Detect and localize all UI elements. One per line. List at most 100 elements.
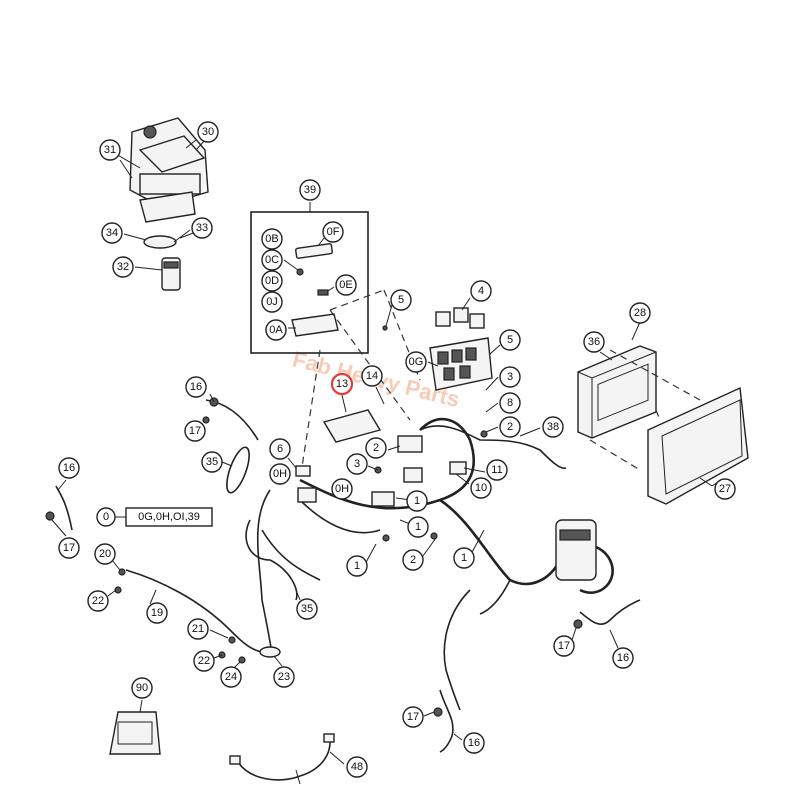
callout-label: 14 bbox=[366, 370, 378, 382]
callout-label: 10 bbox=[475, 482, 487, 494]
cable-tie-35-part bbox=[221, 446, 250, 494]
callout-c0G: 0G bbox=[405, 351, 427, 373]
callout-label: 5 bbox=[398, 294, 404, 306]
callout-c35b: 35 bbox=[296, 598, 318, 620]
callout-c14: 14 bbox=[361, 365, 383, 387]
callout-c13: 13 bbox=[330, 372, 354, 396]
callout-label: 0H bbox=[335, 483, 349, 495]
callout-label: 21 bbox=[192, 623, 204, 635]
callout-label: 3 bbox=[507, 371, 513, 383]
callout-label: 28 bbox=[634, 307, 646, 319]
callout-label: 0C bbox=[265, 254, 279, 266]
callout-c33: 33 bbox=[191, 217, 213, 239]
callout-label: 39 bbox=[304, 184, 316, 196]
legend: 0 0G,0H,OI,39 bbox=[96, 507, 213, 527]
callout-c20: 20 bbox=[94, 543, 116, 565]
callout-label: 16 bbox=[617, 652, 629, 664]
callout-label: 17 bbox=[63, 542, 75, 554]
callout-label: 1 bbox=[354, 560, 360, 572]
callout-label: 32 bbox=[117, 261, 129, 273]
callout-label: 8 bbox=[507, 397, 513, 409]
callout-label: 0J bbox=[266, 296, 278, 308]
callout-c24: 24 bbox=[220, 666, 242, 688]
callout-label: 36 bbox=[588, 336, 600, 348]
callout-c3b: 3 bbox=[346, 453, 368, 475]
callout-label: 16 bbox=[468, 737, 480, 749]
assembly-leader-lines bbox=[329, 289, 421, 421]
callout-c8: 8 bbox=[499, 392, 521, 414]
callout-label: 20 bbox=[99, 548, 111, 560]
callout-c21: 21 bbox=[187, 618, 209, 640]
callout-c22a: 22 bbox=[87, 590, 109, 612]
callout-c0J: 0J bbox=[261, 291, 283, 313]
callout-label: 90 bbox=[136, 682, 148, 694]
mounting-panel-27-part bbox=[647, 386, 749, 505]
callout-label: 3 bbox=[354, 458, 360, 470]
callout-label: 24 bbox=[225, 671, 237, 683]
callout-c22b: 22 bbox=[193, 650, 215, 672]
callout-label: 35 bbox=[301, 603, 313, 615]
mounting-washer-part bbox=[123, 229, 191, 249]
callout-c27: 27 bbox=[714, 478, 736, 500]
callout-label: 17 bbox=[407, 711, 419, 723]
sensor-cable-right bbox=[571, 599, 641, 649]
callout-label: 4 bbox=[478, 285, 484, 297]
callout-label: 27 bbox=[719, 483, 731, 495]
callout-c5b: 5 bbox=[499, 329, 521, 351]
callout-c38: 38 bbox=[542, 416, 564, 438]
callout-c28: 28 bbox=[629, 302, 651, 324]
callout-c34: 34 bbox=[101, 222, 123, 244]
callout-label: 11 bbox=[491, 464, 502, 476]
callout-c0E: 0E bbox=[335, 274, 357, 296]
callout-label: 1 bbox=[461, 552, 467, 564]
callout-label: 2 bbox=[373, 442, 379, 454]
callout-label: 17 bbox=[558, 640, 570, 652]
controller-36-part bbox=[577, 321, 657, 439]
callout-label: 35 bbox=[206, 456, 218, 468]
callout-label: 13 bbox=[336, 378, 348, 390]
callout-label: 0B bbox=[265, 233, 278, 245]
sensor-cable-top-left bbox=[202, 397, 259, 441]
callout-label: 0G bbox=[409, 356, 424, 368]
callout-c17c: 17 bbox=[553, 635, 575, 657]
callout-c35a: 35 bbox=[201, 451, 223, 473]
callout-label: 22 bbox=[198, 655, 210, 667]
callout-label: 23 bbox=[278, 671, 290, 683]
callout-c1c: 1 bbox=[453, 547, 475, 569]
callout-label: 0D bbox=[265, 275, 279, 287]
callout-c17d: 17 bbox=[402, 706, 424, 728]
callout-c16b: 16 bbox=[58, 457, 80, 479]
legend-text: 0G,0H,OI,39 bbox=[138, 511, 200, 523]
control-console-part bbox=[115, 117, 209, 223]
callout-label: 1 bbox=[414, 495, 420, 507]
callout-c3a: 3 bbox=[499, 366, 521, 388]
callout-c32: 32 bbox=[112, 256, 134, 278]
callout-label: 0H bbox=[273, 468, 287, 480]
callout-c30: 30 bbox=[197, 121, 219, 143]
callout-c6: 6 bbox=[269, 438, 291, 460]
callout-c16a: 16 bbox=[185, 376, 207, 398]
connector-plug-part bbox=[134, 257, 181, 291]
callout-c0Hb: 0H bbox=[331, 478, 353, 500]
callout-label: 2 bbox=[507, 421, 513, 433]
callout-c17a: 17 bbox=[184, 420, 206, 442]
callout-c31: 31 bbox=[99, 139, 121, 161]
callout-label: 1 bbox=[415, 521, 421, 533]
callout-c0F: 0F bbox=[322, 221, 344, 243]
ecu-module-13-part bbox=[322, 386, 385, 443]
callout-c90: 90 bbox=[131, 677, 153, 699]
callout-c0B: 0B bbox=[261, 228, 283, 250]
legend-code: 0 bbox=[103, 511, 109, 523]
callout-c1d: 1 bbox=[346, 555, 368, 577]
callout-label: 0E bbox=[339, 279, 352, 291]
main-wiring-harness bbox=[245, 417, 614, 711]
callout-c2a: 2 bbox=[499, 416, 521, 438]
sensor-cable-bottom bbox=[423, 689, 463, 753]
sensor-cable-left bbox=[45, 479, 73, 537]
manual-stand-90-part bbox=[109, 699, 161, 755]
callout-label: 31 bbox=[104, 144, 116, 156]
callout-c19: 19 bbox=[146, 602, 168, 624]
cable-48-part bbox=[229, 733, 345, 785]
callout-c17b: 17 bbox=[58, 537, 80, 559]
